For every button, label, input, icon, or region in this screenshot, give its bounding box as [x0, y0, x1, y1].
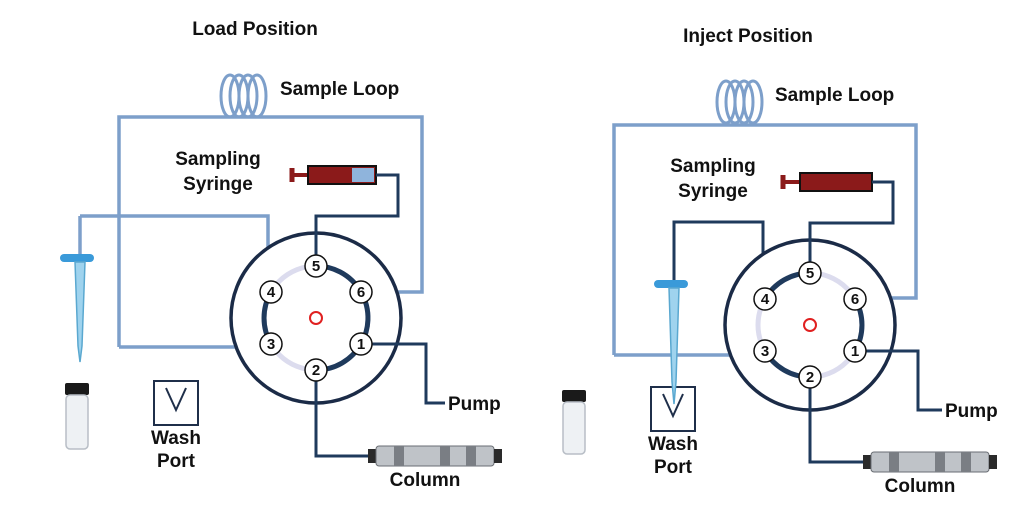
- svg-text:4: 4: [267, 284, 276, 301]
- column-icon: [368, 445, 502, 467]
- svg-text:6: 6: [851, 291, 859, 308]
- syringe-label-line1: Sampling: [670, 156, 756, 177]
- svg-text:4: 4: [761, 291, 770, 308]
- sample-loop-label: Sample Loop: [775, 85, 894, 106]
- panel-title: Load Position: [192, 19, 318, 40]
- panel-title: Inject Position: [683, 26, 813, 47]
- syringe-label-line2: Syringe: [678, 181, 748, 202]
- port-5: 5: [798, 261, 822, 285]
- wash-port-label-line1: Wash: [151, 428, 201, 449]
- needle-icon: [654, 280, 688, 405]
- port-4: 4: [259, 280, 283, 304]
- port-3: 3: [259, 332, 283, 356]
- sample-loop-coil-icon: [219, 73, 268, 119]
- inject-position-panel: Inject Position Sample Loop Sampling Syr…: [562, 26, 998, 497]
- valve-center-marker: [803, 318, 817, 332]
- port-2: 2: [304, 358, 328, 382]
- sample-loop-coil-icon: [715, 79, 764, 125]
- valve-center-marker: [309, 311, 323, 325]
- svg-text:2: 2: [312, 362, 320, 379]
- port-2: 2: [798, 365, 822, 389]
- sampling-syringe-icon: [780, 172, 873, 192]
- column-icon: [863, 451, 997, 473]
- port-6: 6: [843, 287, 867, 311]
- valve-tubing: [314, 173, 445, 458]
- svg-text:1: 1: [357, 336, 365, 353]
- port-5: 5: [304, 254, 328, 278]
- port-4: 4: [753, 287, 777, 311]
- port-6: 6: [349, 280, 373, 304]
- wash-port-icon: [153, 380, 199, 426]
- column-label: Column: [390, 470, 461, 491]
- wash-port-label-line1: Wash: [648, 434, 698, 455]
- valve-ports: 1 2 3 4 5 6: [259, 254, 373, 382]
- svg-text:3: 3: [761, 343, 769, 360]
- pump-label: Pump: [945, 401, 998, 422]
- svg-text:6: 6: [357, 284, 365, 301]
- valve-ports: 1 2 3 4 5 6: [753, 261, 867, 389]
- port-1: 1: [843, 339, 867, 363]
- sample-vial-icon: [562, 390, 586, 455]
- port-1: 1: [349, 332, 373, 356]
- port-3: 3: [753, 339, 777, 363]
- load-position-panel: Load Position Sample Loop Sampling Syrin…: [60, 19, 502, 491]
- svg-text:2: 2: [806, 369, 814, 386]
- sampling-syringe-icon: [289, 165, 377, 185]
- column-label: Column: [885, 476, 956, 497]
- wash-port-label-line2: Port: [654, 457, 693, 478]
- wash-port-label-line2: Port: [157, 451, 196, 472]
- svg-text:5: 5: [312, 258, 320, 275]
- sample-vial-icon: [65, 383, 89, 450]
- syringe-label-line2: Syringe: [183, 174, 253, 195]
- pump-label: Pump: [448, 394, 501, 415]
- syringe-label-line1: Sampling: [175, 149, 261, 170]
- valve-tubing: [808, 180, 942, 464]
- sample-loop-label: Sample Loop: [280, 79, 399, 100]
- svg-text:5: 5: [806, 265, 814, 282]
- svg-text:3: 3: [267, 336, 275, 353]
- svg-text:1: 1: [851, 343, 859, 360]
- needle-icon: [60, 254, 94, 363]
